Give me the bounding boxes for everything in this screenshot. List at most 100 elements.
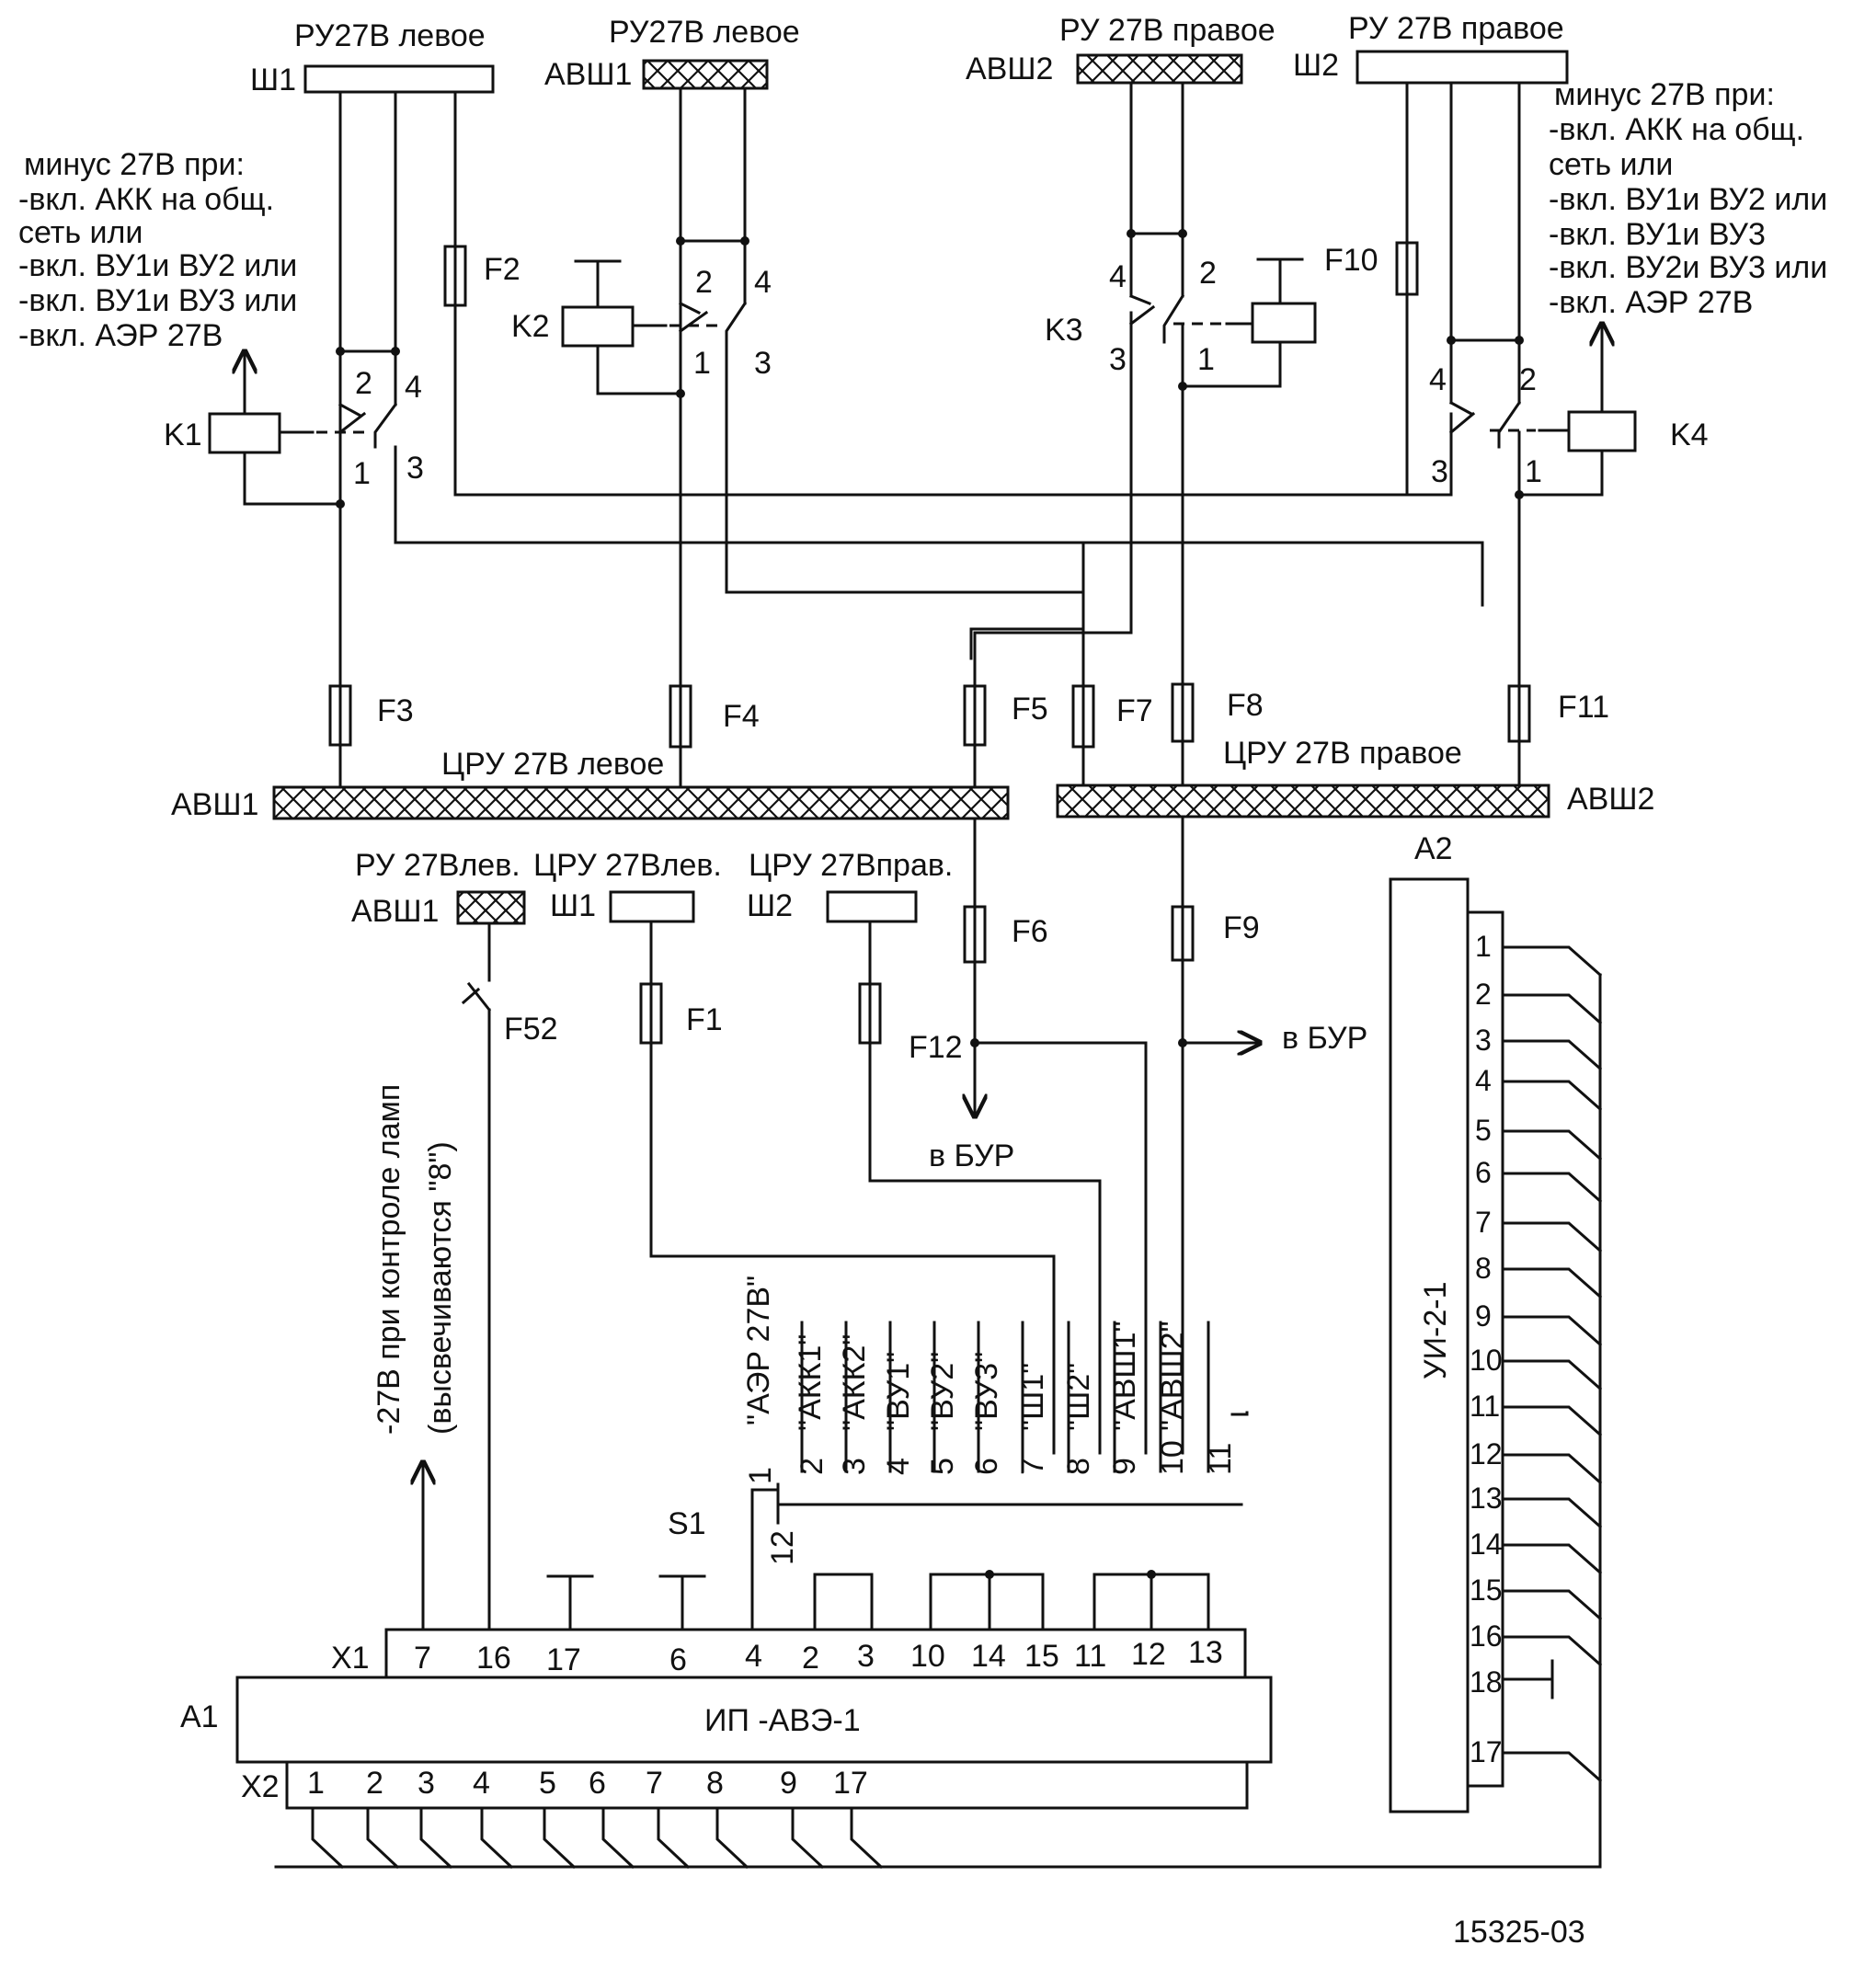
svg-text:15: 15 — [1470, 1573, 1503, 1607]
svg-text:2: 2 — [366, 1766, 383, 1801]
bus-ru-left-sh1: РУ27В левое Ш1 — [250, 18, 495, 97]
svg-text:K1: K1 — [164, 418, 202, 452]
svg-text:-вкл. АКК на общ.: -вкл. АКК на общ. — [1549, 112, 1804, 147]
svg-text:4: 4 — [745, 1639, 762, 1674]
svg-text:F3: F3 — [377, 693, 414, 728]
fuse-f6: F6 — [963, 905, 1048, 964]
s1-position-labels: "АЭР 27В" "АКК1" "АКК2" "ВУ1" "ВУ2" "ВУ3… — [741, 1276, 1190, 1431]
svg-text:K2: K2 — [511, 309, 550, 344]
svg-text:АВШ1: АВШ1 — [171, 787, 258, 822]
svg-text:-вкл. ВУ2и ВУ3 или: -вкл. ВУ2и ВУ3 или — [1549, 250, 1827, 285]
svg-text:17: 17 — [546, 1642, 581, 1677]
svg-text:13: 13 — [1188, 1635, 1223, 1670]
svg-text:РУ27В левое: РУ27В левое — [294, 18, 486, 53]
svg-text:3: 3 — [418, 1766, 435, 1801]
svg-text:-вкл. ВУ1и ВУ2 или: -вкл. ВУ1и ВУ2 или — [18, 248, 297, 283]
svg-text:K3: K3 — [1045, 313, 1083, 348]
svg-text:4: 4 — [1475, 1064, 1492, 1097]
svg-text:4: 4 — [881, 1458, 916, 1475]
relay-k2: K2 2 4 1 3 — [511, 265, 772, 381]
svg-text:6: 6 — [669, 1642, 687, 1677]
svg-text:10: 10 — [910, 1639, 945, 1674]
svg-text:5: 5 — [539, 1766, 556, 1801]
svg-text:-27В при контроле ламп: -27В при контроле ламп — [372, 1084, 406, 1435]
svg-text:3: 3 — [857, 1639, 875, 1674]
svg-text:8: 8 — [1475, 1252, 1492, 1285]
svg-text:A2: A2 — [1414, 831, 1453, 866]
svg-text:Ш2: Ш2 — [747, 888, 793, 923]
svg-text:9: 9 — [1107, 1458, 1142, 1475]
svg-text:18: 18 — [1470, 1665, 1503, 1699]
wiring-lower — [423, 815, 1260, 1631]
svg-text:-вкл. ВУ1и ВУ3 или: -вкл. ВУ1и ВУ3 или — [18, 283, 297, 318]
bus-ru-right-sh2: РУ 27В правое Ш2 — [1293, 11, 1569, 85]
drawing-number: 15325-03 — [1453, 1915, 1585, 1950]
breaker-f52: F52 — [504, 1012, 558, 1047]
svg-text:РУ27В левое: РУ27В левое — [609, 15, 800, 50]
svg-text:-вкл. ВУ1и ВУ3: -вкл. ВУ1и ВУ3 — [1549, 217, 1766, 252]
fuse-f1: F1 — [639, 982, 723, 1045]
bus-ru-right-avsh2: РУ 27В правое АВШ2 — [966, 13, 1275, 86]
svg-text:4: 4 — [405, 370, 422, 405]
svg-text:4: 4 — [754, 265, 772, 300]
svg-text:"Ш1": "Ш1" — [1015, 1363, 1050, 1431]
svg-text:2: 2 — [1199, 256, 1217, 291]
svg-text:14: 14 — [1470, 1527, 1503, 1561]
x2-harness — [274, 1806, 1602, 1870]
switch-s1: S1 1 2 3 4 5 6 7 8 9 10 11 "АЭР 27В" "АК… — [668, 1276, 1249, 1631]
fuse-f10: F10 — [1324, 241, 1419, 296]
svg-text:F1: F1 — [686, 1002, 723, 1037]
svg-text:F5: F5 — [1012, 692, 1048, 727]
svg-text:Ш2: Ш2 — [1293, 48, 1339, 83]
s1-position-numbers: 1 2 3 4 5 6 7 8 9 10 11 — [743, 1440, 1238, 1484]
svg-text:АВШ2: АВШ2 — [966, 51, 1053, 86]
svg-text:X2: X2 — [241, 1769, 280, 1804]
relay-k3: K3 4 2 3 1 — [1045, 256, 1217, 377]
svg-text:3: 3 — [1109, 342, 1127, 377]
svg-text:2: 2 — [1519, 362, 1537, 397]
svg-text:"Ш2": "Ш2" — [1061, 1363, 1096, 1431]
svg-text:"АКК2": "АКК2" — [837, 1334, 872, 1431]
svg-text:РУ 27Влев.: РУ 27Влев. — [355, 848, 520, 883]
a1-x2-pins: 1 2 3 4 5 6 7 8 9 17 — [307, 1766, 868, 1801]
svg-text:K4: K4 — [1670, 418, 1709, 452]
note-left: минус 27В при: -вкл. АКК на общ. сеть ил… — [18, 147, 297, 353]
svg-text:УИ-2-1: УИ-2-1 — [1418, 1282, 1453, 1380]
svg-text:F7: F7 — [1116, 693, 1153, 728]
svg-text:F11: F11 — [1558, 690, 1609, 725]
relay-k1: K1 2 4 1 3 — [164, 366, 424, 491]
svg-text:3: 3 — [754, 346, 772, 381]
svg-text:2: 2 — [695, 265, 713, 300]
svg-text:"АЭР 27В": "АЭР 27В" — [741, 1276, 776, 1425]
svg-text:ЦРУ 27Влев.: ЦРУ 27Влев. — [533, 848, 722, 883]
svg-text:12: 12 — [1131, 1637, 1166, 1672]
svg-text:F12: F12 — [909, 1030, 963, 1065]
svg-text:F9: F9 — [1223, 910, 1260, 945]
svg-text:1: 1 — [693, 346, 711, 381]
svg-text:-вкл. АКК на общ.: -вкл. АКК на общ. — [18, 182, 274, 217]
svg-text:14: 14 — [971, 1639, 1006, 1674]
svg-text:2: 2 — [802, 1641, 819, 1676]
svg-text:ИП -АВЭ-1: ИП -АВЭ-1 — [704, 1703, 861, 1738]
svg-text:11: 11 — [1470, 1390, 1500, 1423]
svg-text:7: 7 — [414, 1641, 431, 1676]
svg-text:-вкл. ВУ1и ВУ2 или: -вкл. ВУ1и ВУ2 или — [1549, 182, 1827, 217]
fuse-f8: F8 — [1171, 682, 1264, 743]
svg-text:9: 9 — [780, 1766, 797, 1801]
a1-x1-pins: 7 16 17 6 4 2 3 10 14 15 11 12 13 — [414, 1635, 1223, 1677]
svg-text:1: 1 — [1197, 342, 1215, 377]
fuse-f3: F3 — [328, 684, 414, 747]
svg-text:11: 11 — [1074, 1639, 1106, 1674]
svg-text:2: 2 — [1475, 978, 1492, 1011]
svg-text:4: 4 — [1109, 259, 1127, 294]
unit-a2: A2 УИ-2-1 1 2 3 4 5 6 7 8 9 10 11 12 13 … — [1389, 831, 1603, 1869]
svg-text:6: 6 — [1475, 1156, 1492, 1189]
svg-text:1: 1 — [353, 456, 371, 491]
bus-ru-left-avsh1: РУ27В левое АВШ1 — [544, 15, 800, 92]
svg-text:"ВУ2": "ВУ2" — [925, 1352, 960, 1431]
svg-text:РУ 27В правое: РУ 27В правое — [1059, 13, 1275, 48]
svg-text:1: 1 — [1475, 930, 1492, 963]
svg-text:12: 12 — [1470, 1437, 1503, 1470]
fuse-f5: F5 — [963, 684, 1048, 747]
